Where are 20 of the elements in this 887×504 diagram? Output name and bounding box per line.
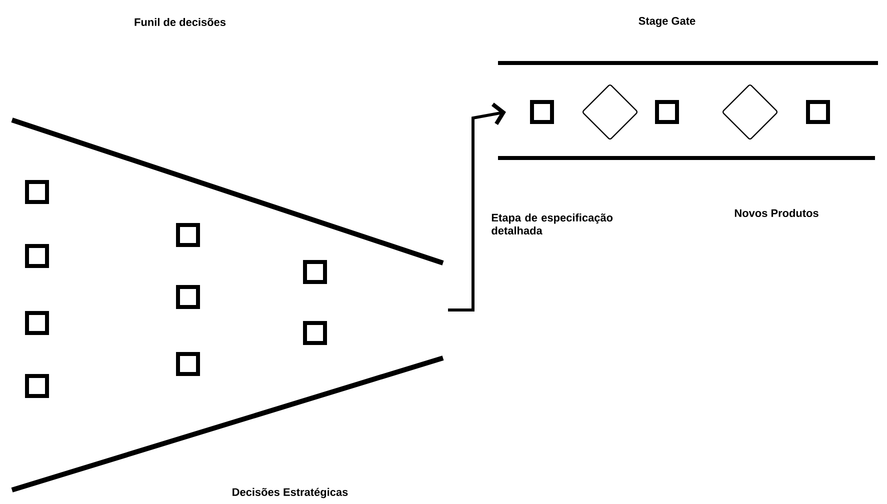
text-label: Decisões Estratégicas	[232, 488, 348, 498]
text-label: Novos Produtos	[734, 208, 818, 218]
square-box	[25, 244, 49, 268]
square-box	[303, 321, 327, 345]
text-label: Funil de decisões	[134, 18, 226, 26]
gate-diamond	[582, 84, 638, 140]
text-label: Etapa de especificação detalhada	[492, 214, 613, 234]
gate-diamond	[722, 84, 778, 140]
square-box	[655, 100, 679, 124]
square-box	[176, 352, 200, 376]
square-box	[176, 285, 200, 309]
square-box	[25, 374, 49, 398]
square-box	[25, 311, 49, 335]
bracket-arrow	[448, 102, 506, 312]
square-box	[303, 260, 327, 284]
text-label: Stage Gate	[638, 17, 696, 27]
square-box	[176, 223, 200, 247]
square-box	[530, 100, 554, 124]
square-box	[25, 180, 49, 204]
square-box	[806, 100, 830, 124]
